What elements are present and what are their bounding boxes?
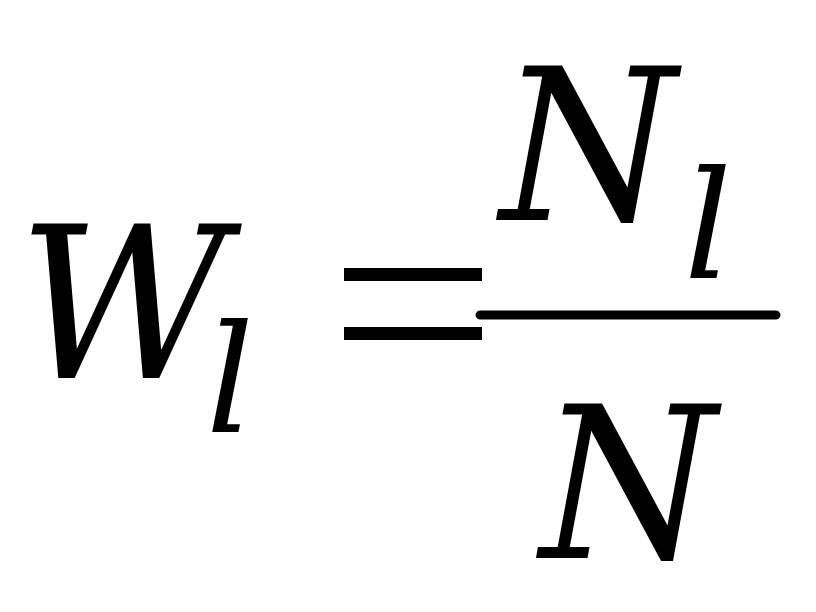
fraction: N l N [475, 23, 781, 608]
denominator: N [535, 361, 722, 608]
lhs-term: W l [18, 181, 254, 468]
equals-bottom-bar [344, 327, 482, 340]
numerator-subscript: l [684, 140, 732, 314]
lhs-base: W [18, 181, 243, 428]
numerator-base: N [495, 23, 682, 270]
lhs-subscript: l [206, 294, 254, 468]
equals-top-bar [344, 268, 482, 281]
equals-sign: = [344, 268, 482, 340]
